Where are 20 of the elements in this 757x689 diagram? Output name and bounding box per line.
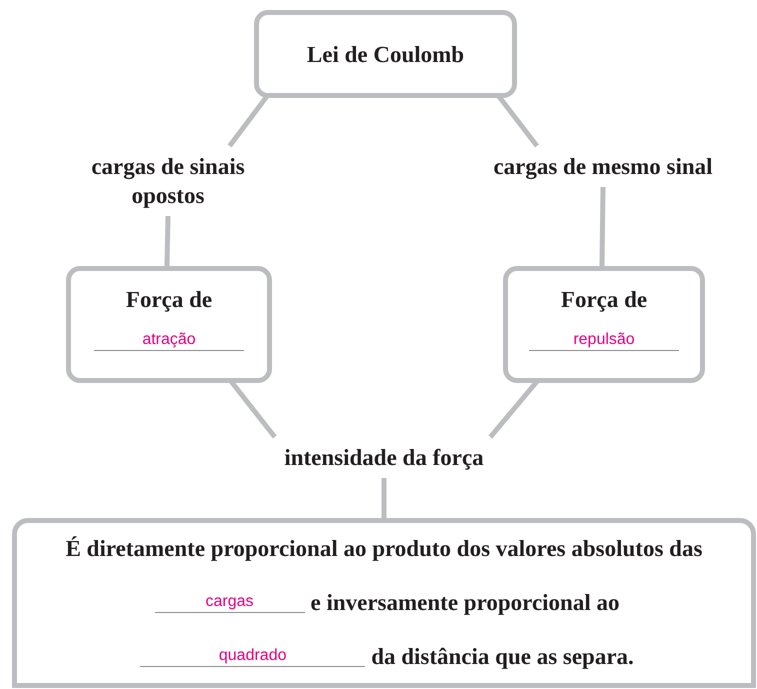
connector-line [382,478,386,520]
title-box: Lei de Coulomb [254,10,517,98]
connector-line [228,94,270,148]
answer-line: cargas [154,592,304,613]
connector-line [599,186,606,268]
box-heading: Força de [126,286,212,314]
statement-text: É diretamente proporcional ao produto dos valores absolutos das [66,536,702,561]
concept-label: cargas de sinais opostos [90,153,246,210]
statement-text: e inversamente proporcional ao [310,590,620,615]
concept-box [66,266,272,383]
concept-label: cargas de mesmo sinal [493,153,713,181]
concept-label: intensidade da força [284,444,484,472]
box-heading: Força de [560,286,648,314]
concept-box [503,266,705,383]
connector-line [164,216,170,268]
answer-line: quadrado [140,646,366,667]
statement-text: da distância que as separa. [371,644,634,669]
statement-box [12,518,756,688]
answer-line: atração [94,330,244,351]
answer-line: repulsão [529,330,679,351]
